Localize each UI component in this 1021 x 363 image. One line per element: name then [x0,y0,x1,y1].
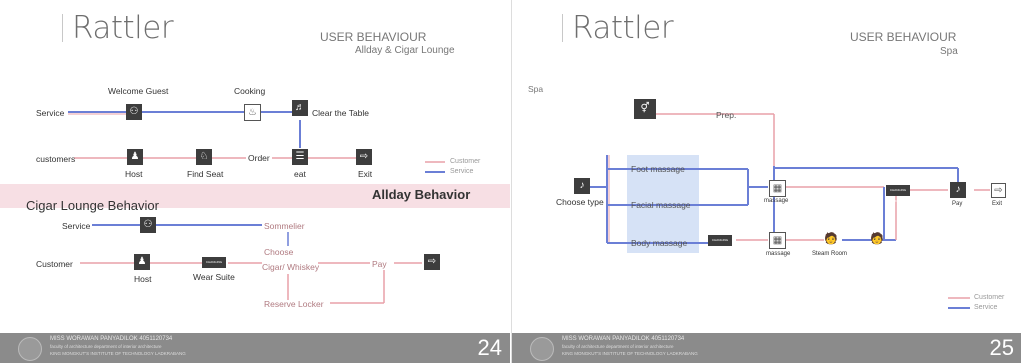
label-pay: Pay [952,201,963,207]
legend-customer: Customer [450,158,481,165]
slide-footer: MISS WORAWAN PANYADILOK 4051120734 facul… [512,333,1021,363]
allday-band [0,184,510,208]
label-cooking: Cooking [234,86,266,96]
label-reserve-locker: Reserve Locker [264,299,324,309]
spa-flow-lines [587,113,990,309]
legend-service: Service [450,168,474,175]
label-facial-massage: Facial massage [631,200,691,210]
restroom-icon: ⚥ [634,99,656,119]
label-eat: eat [294,169,306,179]
label-exit: Exit [358,169,373,179]
cigar-exit-icon: ⇨ [424,254,440,270]
massage-bed-icon-2: ▦ [769,232,786,249]
footer-author: MISS WORAWAN PANYADILOK 4051120734 [50,336,173,342]
page-header: USER BEHAVIOUR [320,30,427,44]
cigar-host-icon: ♟ [134,254,150,270]
allday-title: Allday Behavior [372,187,471,202]
label-service: Service [36,108,65,118]
label-order: Order [246,153,272,163]
label-clear-table: Clear the Table [312,108,370,118]
clear-table-icon: ♬ [292,100,308,116]
brand-logo: Rattler [72,10,174,46]
cutlery-icon: ☰ [292,149,308,165]
massage-bed-icon-1: ▦ [769,180,786,197]
cooking-pot-icon: ♨ [244,104,261,121]
changing-room-icon-2: CHANGING ROOM [886,185,910,203]
person-standing-icon: ⚇ [126,104,142,120]
brand-divider [562,14,563,42]
section-label-spa: Spa [528,84,544,94]
label-massage-1: massage [764,198,789,204]
label-choose-type: Choose type [556,197,604,207]
footer-author: MISS WORAWAN PANYADILOK 4051120734 [562,336,685,342]
legend-service: Service [974,304,998,311]
university-seal [530,337,554,361]
changing-room-icon: CHANGING ROOM [708,235,732,253]
label-steam-room: Steam Room [812,251,848,257]
label-find-seat: Find Seat [187,169,224,179]
page-subheader: Allday & Cigar Lounge [355,45,455,56]
changing-room-icon: CHANGING ROOM [202,257,226,275]
label-choose: Choose [264,247,294,257]
page-subheader: Spa [940,46,958,57]
page-number: 25 [989,335,1014,360]
label-sommelier: Sommelier [264,221,305,231]
reception-icon: ♪ [574,178,590,194]
flow-lines [68,111,445,304]
slide-footer: MISS WORAWAN PANYADILOK 4051120734 facul… [0,333,510,363]
footer-institute: KING MONGKUT'S INSTITUTE OF TECHNOLOGY L… [50,351,186,356]
page-header: USER BEHAVIOUR [850,30,957,44]
brand-divider [62,14,63,42]
exit-icon: ⇨ [991,183,1006,198]
find-seat-icon: ♘ [196,149,212,165]
cigar-label-customer: Customer [36,259,73,269]
host-icon: ♟ [127,149,143,165]
footer-faculty: faculty of architecture department of in… [50,344,162,349]
label-massage-2: massage [766,251,791,257]
label-welcome-guest: Welcome Guest [108,86,169,96]
label-cigar-whiskey: Cigar/ Whiskey [262,262,320,272]
label-host: Host [125,169,143,179]
cigar-label-service: Service [62,221,91,231]
label-customers: customers [36,154,76,164]
slide-24: Rattler USER BEHAVIOUR Allday & Cigar Lo… [0,0,510,363]
cigar-service-person-icon: ⚇ [140,217,156,233]
label-foot-massage: Foot massage [631,164,685,174]
exit-icon: ⇨ [356,149,372,165]
legend-customer: Customer [974,294,1005,301]
cigar-label-host: Host [134,274,152,284]
cigar-title: Cigar Lounge Behavior [26,198,159,213]
label-pay: Pay [372,259,387,269]
label-body-massage: Body massage [631,238,688,248]
label-exit: Exit [992,201,1003,207]
label-prep: Prep. [716,110,737,120]
label-wear-suite: Wear Suite [193,272,235,282]
university-seal [18,337,42,361]
page-number: 24 [477,335,502,360]
footer-faculty: faculty of architecture department of in… [562,344,674,349]
person-steam-icon: 🧑 [824,233,838,245]
person-icon: 🧑 [870,233,884,245]
brand-logo: Rattler [572,10,674,46]
pay-counter-icon: ♪ [950,182,966,198]
footer-institute: KING MONGKUT'S INSTITUTE OF TECHNOLOGY L… [562,351,698,356]
slide-25: Rattler USER BEHAVIOUR Spa Spa [511,0,1021,363]
